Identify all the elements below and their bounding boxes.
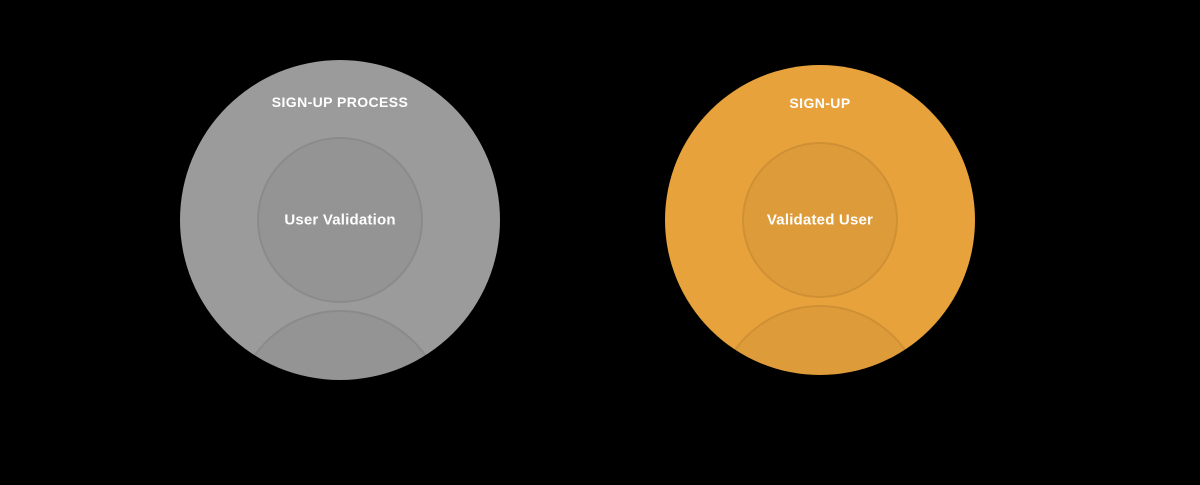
signup-circle: SIGN-UP Validated User [665,65,975,375]
signup-process-circle: SIGN-UP PROCESS User Validation [180,60,500,380]
signup-center-label: Validated User [766,211,874,229]
signup-title: SIGN-UP [789,95,851,111]
signup-process-title: SIGN-UP PROCESS [271,94,409,110]
user-silhouette-head-icon [742,142,898,298]
user-silhouette-body-icon [235,310,445,380]
user-silhouette-head-icon [257,137,423,303]
signup-process-center-label: User Validation [284,211,396,229]
user-silhouette-body-icon [715,305,925,375]
